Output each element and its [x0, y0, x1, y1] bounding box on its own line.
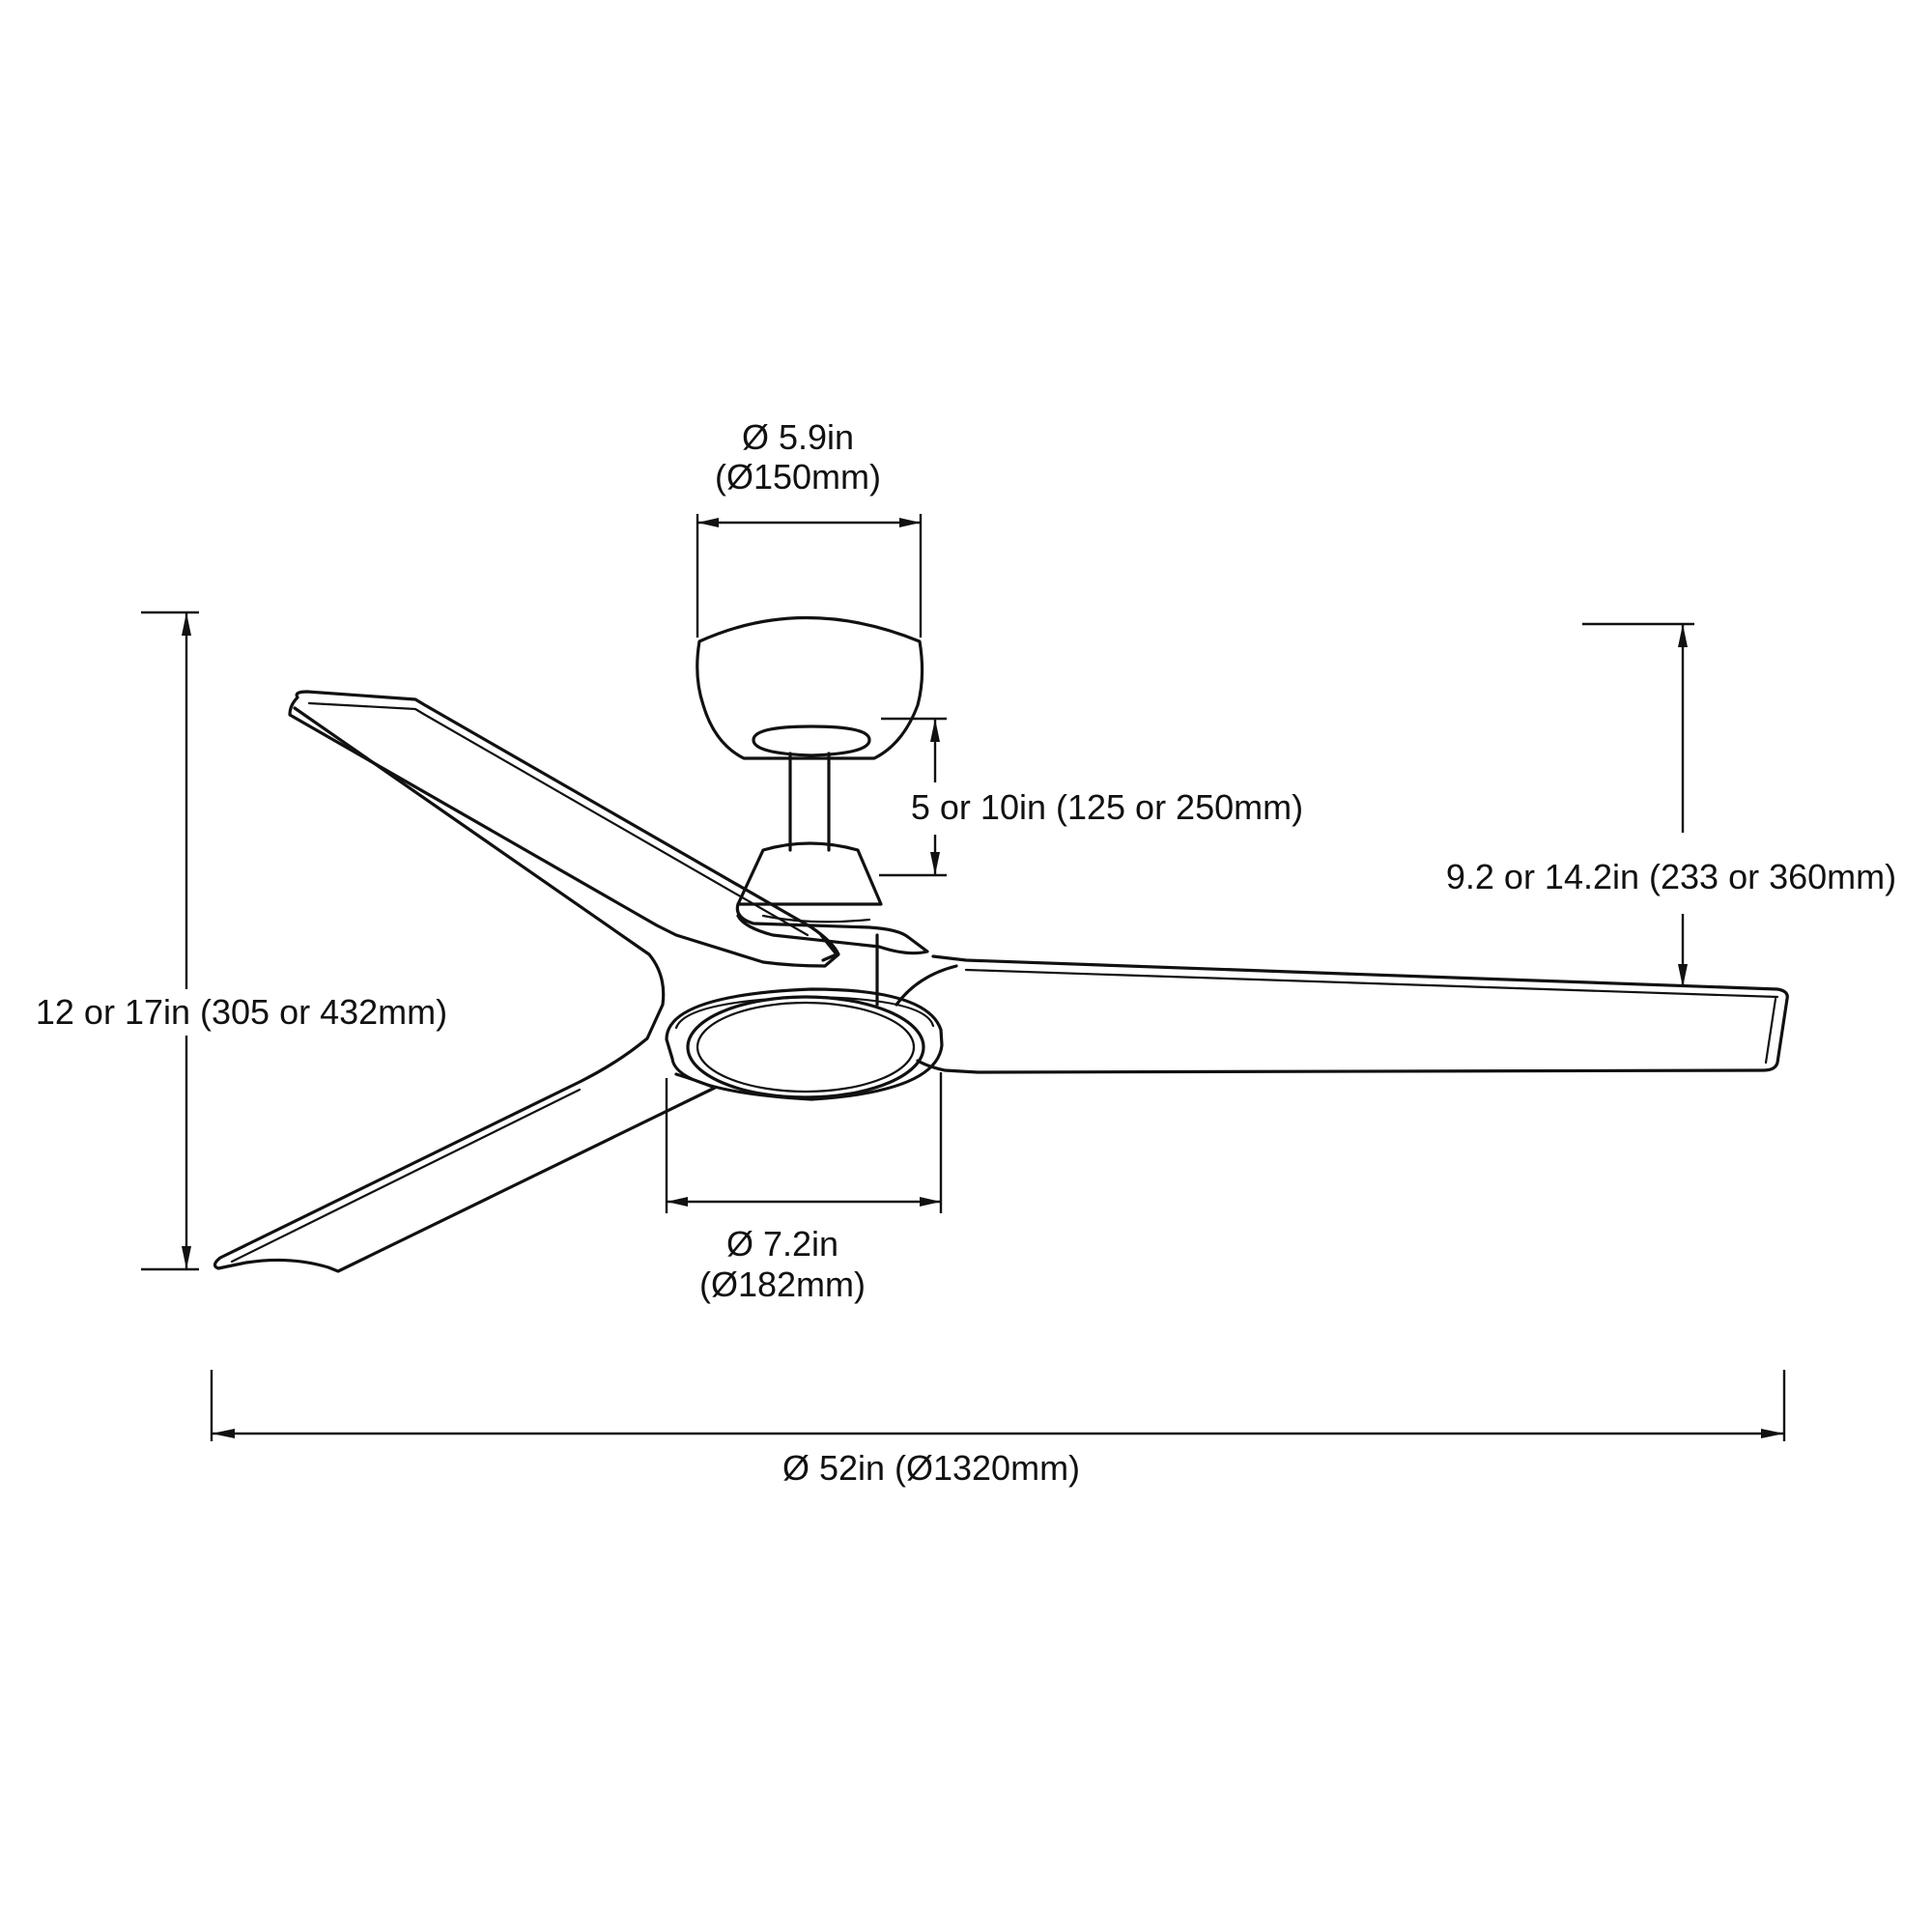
dimension-lines [141, 514, 1786, 1441]
blade-upper-left [288, 690, 840, 968]
dimension-labels: Ø 5.9in (Ø150mm) 5 or 10in (125 or 250mm… [36, 417, 1896, 1488]
downrod [788, 752, 831, 852]
blade-right [895, 954, 1789, 1074]
light-kit [665, 987, 944, 1101]
canopy-diameter-label: Ø 5.9in [742, 417, 854, 457]
drop-to-blade-label: 9.2 or 14.2in (233 or 360mm) [1446, 857, 1896, 896]
downrod-length-label: 5 or 10in (125 or 250mm) [911, 787, 1303, 827]
fan-diameter-label: Ø 52in (Ø1320mm) [782, 1448, 1080, 1488]
canopy [696, 615, 924, 760]
blade-lower-left [213, 706, 717, 1273]
light-diameter-label: Ø 7.2in [726, 1224, 838, 1264]
motor-housing [736, 841, 883, 906]
ceiling-fan-drawing [213, 615, 1789, 1273]
light-diameter-mm-label: (Ø182mm) [699, 1264, 866, 1304]
overall-height-label: 12 or 17in (305 or 432mm) [36, 992, 447, 1032]
canopy-diameter-mm-label: (Ø150mm) [715, 457, 881, 497]
